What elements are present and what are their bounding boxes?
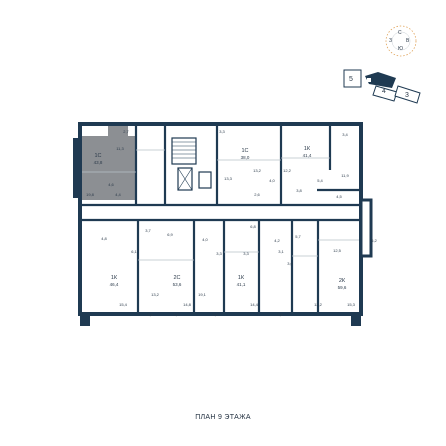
compass-north: С	[398, 30, 402, 36]
apartment-7-area: 59,6	[338, 285, 347, 290]
section-right-label: 3	[405, 92, 409, 99]
room-area: 13,3	[224, 176, 233, 181]
room-area: 15,3	[347, 302, 356, 307]
secondary-partitions	[82, 149, 359, 261]
room-area: 6,1	[131, 249, 137, 254]
stair-core	[171, 137, 212, 191]
room-area: 2,7	[123, 129, 129, 134]
room-area: 3,3	[216, 251, 222, 256]
apartment-highlight	[82, 136, 136, 200]
apartment-5-type: 2С	[173, 275, 180, 281]
room-area: 3,3	[243, 251, 249, 256]
floor-caption: ПЛАН 9 ЭТАЖА	[195, 414, 251, 421]
apartment-7-type: 2К	[339, 278, 346, 284]
section-current-label: 4	[382, 88, 386, 95]
room-area: 12,2	[283, 168, 292, 173]
room-area: 13,2	[151, 292, 160, 297]
room-area: 2,8	[147, 312, 153, 317]
room-area: 19,1	[198, 292, 207, 297]
building-outline	[73, 122, 373, 326]
room-area: 11,3	[116, 146, 124, 151]
room-area: 19,8	[86, 192, 95, 197]
room-area: 3,8	[296, 188, 302, 193]
apartment-4-type: 1К	[111, 275, 118, 281]
room-area: 12,2	[314, 302, 323, 307]
compass-south: Ю	[398, 46, 403, 52]
apartment-3-type: 1К	[304, 146, 311, 152]
room-area-labels: 11,3 19,8 4,6 4,4 2,7 3,3 13,2 13,3 2,6 …	[86, 129, 377, 317]
room-area: 3,3	[219, 129, 225, 134]
room-area: 14,4	[250, 302, 259, 307]
apartment-3-area: 41,4	[303, 153, 312, 158]
compass-rose: С В З Ю	[385, 25, 417, 57]
compass-west: З	[389, 38, 392, 44]
apartment-6-type: 1К	[238, 275, 245, 281]
room-area: 4,5	[336, 194, 342, 199]
apartment-1-type: 1С	[94, 153, 101, 159]
apartment-labels: 1С 43,8 1С 38,0 1К 41,4 1К 46,4 2С 53,6 …	[94, 146, 347, 290]
room-area: 4,4	[115, 192, 121, 197]
room-area: 6,8	[250, 224, 256, 229]
room-area: 11,9	[341, 173, 349, 178]
room-area: 15,4	[119, 302, 128, 307]
room-area: 2,8	[212, 312, 218, 317]
room-area: 4,8	[101, 236, 107, 241]
room-area: 6,2	[371, 238, 377, 243]
room-area: 13,2	[253, 168, 262, 173]
room-area: 4,2	[274, 238, 280, 243]
apartment-1-area: 43,8	[94, 160, 103, 165]
section-key: 5 4 3	[343, 69, 421, 104]
room-area: 5,7	[295, 234, 301, 239]
room-area: 4,0	[202, 237, 208, 242]
room-area: 3,7	[145, 228, 151, 233]
interior-walls	[82, 126, 359, 312]
room-area: 3,1	[278, 249, 284, 254]
room-area: 3,4	[342, 132, 348, 137]
compass-east: В	[406, 38, 410, 44]
room-area: 6,9	[167, 232, 173, 237]
room-area: 5,4	[317, 178, 323, 183]
apartment-6-area: 41,1	[237, 282, 246, 287]
apartment-4-area: 46,4	[110, 282, 119, 287]
room-area: 12,5	[333, 248, 342, 253]
section-left-label: 5	[349, 76, 353, 83]
room-area: 14,8	[183, 302, 192, 307]
room-area: 4,6	[108, 182, 114, 187]
apartment-2-type: 1С	[241, 148, 248, 154]
room-area: 1,1	[173, 312, 179, 317]
room-area: 4,0	[269, 178, 275, 183]
apartment-2-area: 38,0	[241, 155, 250, 160]
apartment-5-area: 53,6	[173, 282, 182, 287]
room-area: 3,0	[287, 261, 293, 266]
room-area: 2,6	[277, 312, 283, 317]
room-area: 2,6	[254, 192, 260, 197]
